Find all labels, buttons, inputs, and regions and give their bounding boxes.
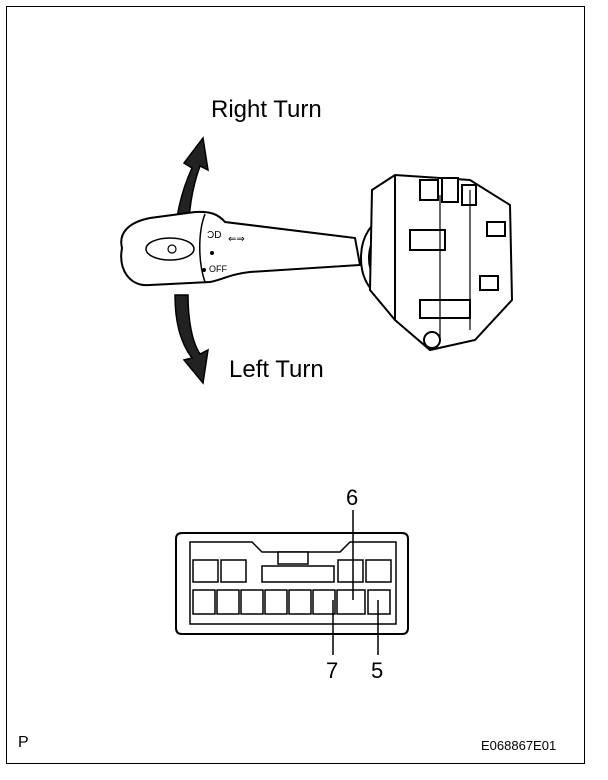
pin-leader-lines — [332, 510, 379, 655]
cavity-top-key — [261, 565, 335, 583]
pin-5-label: 5 — [371, 658, 384, 683]
right-turn-label: Right Turn — [211, 96, 322, 123]
off-mark: OFF — [209, 264, 227, 274]
cavity-bottom-1 — [192, 589, 216, 615]
cavity-bottom-3 — [240, 589, 264, 615]
svg-text:⇐⇒: ⇐⇒ — [228, 234, 245, 245]
cavity-top-1 — [192, 559, 219, 583]
cavity-bottom-2 — [216, 589, 240, 615]
svg-text:ƆD: ƆD — [207, 230, 221, 241]
cavity-top-2 — [220, 559, 247, 583]
cavity-top-4 — [365, 559, 392, 583]
combination-switch-body — [360, 173, 514, 352]
cavity-bottom-4 — [264, 589, 288, 615]
diagram-frame — [6, 6, 585, 764]
cavity-bottom-7 — [336, 589, 366, 615]
left-turn-arrow — [174, 294, 209, 385]
cavity-bottom-5 — [288, 589, 312, 615]
cavity-bottom-6 — [312, 589, 336, 615]
cavity-top-3 — [337, 559, 364, 583]
cavity-bottom-8 — [367, 589, 391, 615]
corner-letter: P — [18, 734, 29, 751]
figure-code: E068867E01 — [481, 738, 557, 753]
pin-6-label: 6 — [346, 485, 359, 510]
left-turn-label: Left Turn — [229, 356, 324, 383]
turn-signal-lever: ƆD ⇐⇒ OFF — [120, 210, 362, 287]
connector — [175, 532, 409, 635]
pin-7-label: 7 — [326, 658, 339, 683]
